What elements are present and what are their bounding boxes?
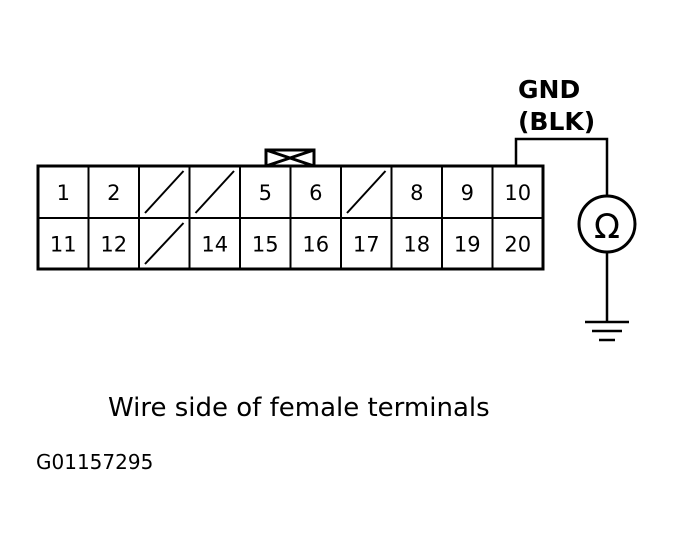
- wire-color-label: (BLK): [518, 107, 595, 136]
- ohm-symbol: Ω: [594, 207, 620, 247]
- terminal-number: 14: [201, 233, 228, 257]
- terminal-number: 15: [252, 233, 279, 257]
- ground-lead: [514, 137, 609, 322]
- terminal-number: 16: [302, 233, 329, 257]
- terminal-number: 12: [100, 233, 127, 257]
- ground-symbol-icon: [585, 320, 629, 342]
- unused-terminal-slash: [194, 170, 235, 214]
- terminal-number: 1: [57, 181, 70, 205]
- diagram-caption: Wire side of female terminals: [108, 393, 490, 423]
- unused-terminal-slash: [346, 170, 387, 214]
- terminal-number: 11: [50, 233, 77, 257]
- figure-id: G01157295: [36, 450, 154, 474]
- unused-terminal-slash: [144, 222, 185, 265]
- unused-terminal-slash: [144, 170, 185, 214]
- terminal-number: 17: [353, 233, 380, 257]
- terminal-number: 20: [504, 233, 531, 257]
- terminal-number: 8: [410, 181, 423, 205]
- terminal-number: 10: [504, 181, 531, 205]
- terminal-number: 19: [454, 233, 481, 257]
- ohmmeter-icon: Ω: [577, 194, 637, 254]
- terminal-number: 2: [107, 181, 120, 205]
- terminal-dividers: [87, 166, 494, 269]
- terminal-number: 5: [259, 181, 272, 205]
- terminal-number: 18: [403, 233, 430, 257]
- terminal-number: 6: [309, 181, 322, 205]
- terminal-number: 9: [461, 181, 474, 205]
- gnd-label: GND: [518, 75, 580, 104]
- connector-latch: [264, 148, 316, 168]
- unused-terminal-slashes: [144, 170, 387, 265]
